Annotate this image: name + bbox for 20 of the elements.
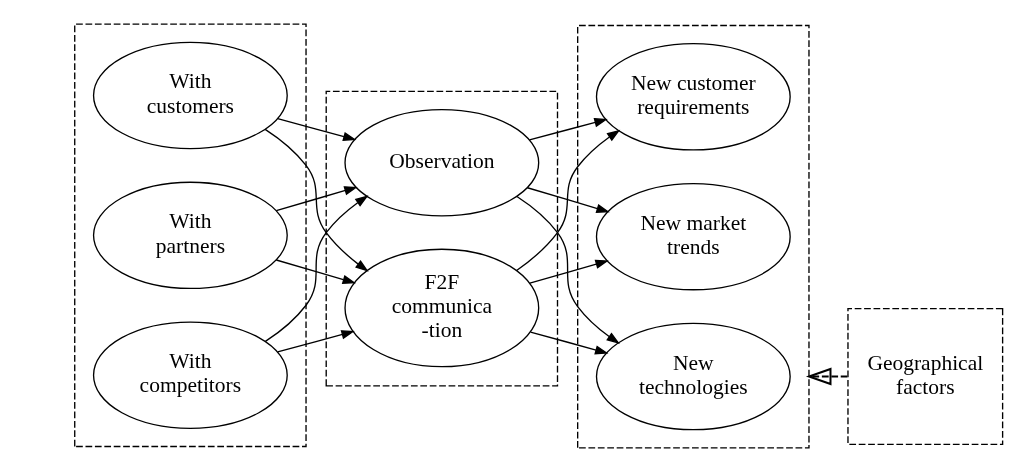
arrow [515, 129, 620, 272]
arrow [529, 331, 608, 355]
arrow [275, 186, 358, 212]
cluster [325, 90, 558, 387]
arrow [275, 259, 356, 285]
node-ellipse: With competitors [92, 321, 288, 429]
node-ellipse: With partners [92, 181, 288, 290]
arrow [276, 118, 356, 142]
arrow [515, 195, 620, 344]
arrow [805, 367, 848, 386]
arrow [276, 330, 355, 353]
cluster [73, 23, 307, 448]
arrow [528, 259, 609, 284]
arrow [264, 195, 368, 343]
cluster [576, 24, 810, 449]
arrow [528, 118, 608, 141]
arrow [526, 187, 610, 213]
arrow [264, 128, 369, 272]
node-box: Geographical factors [846, 307, 1003, 446]
node-ellipse: With customers [92, 41, 288, 150]
